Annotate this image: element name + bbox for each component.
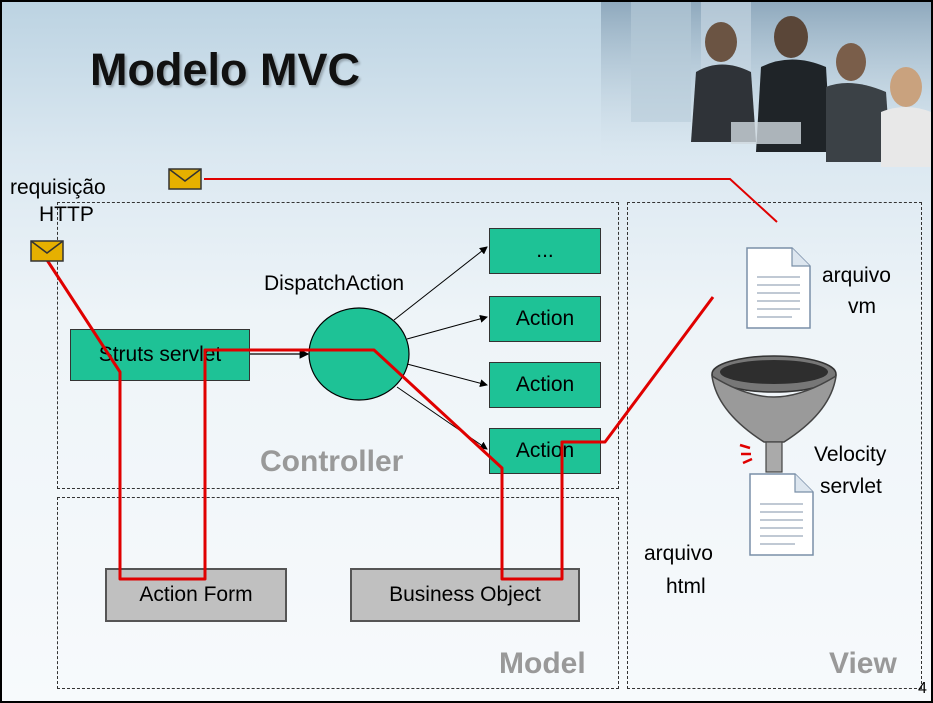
arquivo-vm-label-2: vm (848, 295, 876, 318)
view-label: View (829, 647, 897, 680)
dispatch-action-circle (308, 307, 410, 401)
envelope-icon-top (168, 168, 202, 190)
velocity-label: Velocity (814, 443, 887, 466)
action-form-box: Action Form (105, 568, 287, 622)
request-label: requisição (10, 176, 106, 199)
arquivo-html-label-1: arquivo (644, 542, 713, 565)
model-label: Model (499, 647, 586, 680)
dispatch-action-label: DispatchAction (264, 272, 405, 295)
controller-label: Controller (260, 445, 404, 478)
arquivo-html-label-2: html (666, 575, 706, 598)
controller-region (57, 202, 619, 489)
envelope-icon-left (30, 240, 64, 262)
slide-title: Modelo MVC (90, 44, 360, 95)
servlet-label: servlet (820, 475, 882, 498)
action-box-3: Action (489, 428, 601, 474)
business-people-photo (601, 2, 931, 167)
request-flow-line (45, 259, 715, 581)
document-icon-vm (746, 247, 811, 329)
document-icon-html (749, 473, 814, 556)
action-box-1: Action (489, 296, 601, 342)
http-label: HTTP (39, 203, 94, 226)
arquivo-vm-label-1: arquivo (822, 264, 891, 287)
ellipsis-action-box: ... (489, 228, 601, 274)
model-region (57, 497, 619, 689)
struts-servlet-box: Struts servlet (70, 329, 250, 381)
funnel-icon (711, 355, 837, 473)
view-region (627, 202, 922, 689)
action-box-2: Action (489, 362, 601, 408)
business-object-box: Business Object (350, 568, 580, 622)
page-number: 4 (918, 680, 927, 697)
